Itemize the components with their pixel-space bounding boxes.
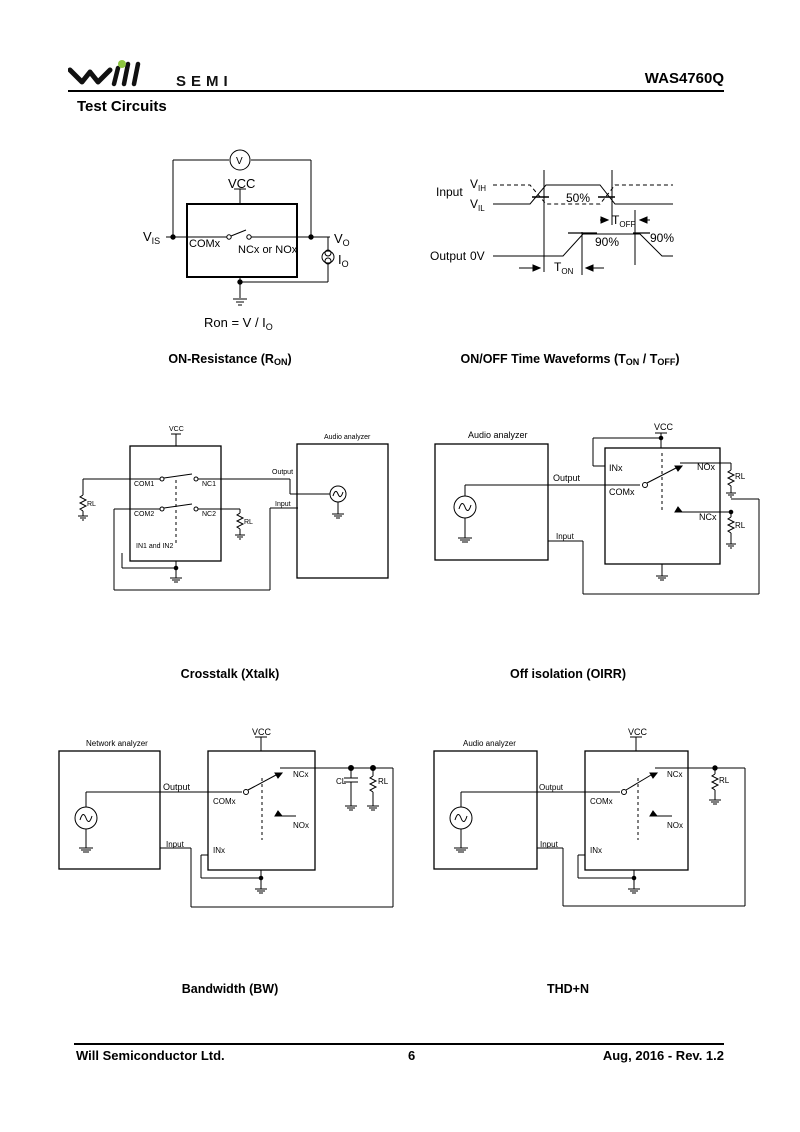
svg-text:NCx: NCx <box>699 512 717 522</box>
svg-text:COM1: COM1 <box>134 481 154 488</box>
header-rule <box>68 90 724 92</box>
svg-text:RL: RL <box>378 777 389 786</box>
svg-text:TOFF: TOFF <box>612 213 635 229</box>
svg-text:IN1 and IN2: IN1 and IN2 <box>136 543 173 550</box>
svg-text:50%: 50% <box>566 191 590 205</box>
svg-text:NOx: NOx <box>697 462 716 472</box>
svg-text:TON: TON <box>554 260 574 276</box>
off-isolation-circuit <box>434 432 760 595</box>
ron-nc-label: NCx or NOx <box>238 244 298 256</box>
svg-text:NCx: NCx <box>667 770 683 779</box>
svg-text:90%: 90% <box>595 235 619 249</box>
svg-text:VCC: VCC <box>654 422 674 432</box>
svg-text:VCC: VCC <box>252 727 272 737</box>
svg-text:Audio analyzer: Audio analyzer <box>463 739 516 748</box>
caption-thd: THD+N <box>546 982 590 996</box>
svg-text:0V: 0V <box>470 249 485 263</box>
svg-text:CL: CL <box>336 777 347 786</box>
footer-company: Will Semiconductor Ltd. <box>76 1048 225 1063</box>
svg-text:RL: RL <box>735 472 746 481</box>
svg-text:Output: Output <box>272 469 293 476</box>
svg-text:Audio analyzer: Audio analyzer <box>324 434 371 441</box>
ron-vcc-label: VCC <box>228 176 255 191</box>
page-number: 6 <box>408 1048 416 1063</box>
svg-text:COMx: COMx <box>590 797 613 806</box>
svg-text:RL: RL <box>719 776 730 785</box>
svg-text:COM2: COM2 <box>134 511 154 518</box>
svg-text:VCC: VCC <box>628 727 648 737</box>
svg-text:Output: Output <box>163 782 191 792</box>
svg-text:Output: Output <box>553 473 581 483</box>
svg-text:VIL: VIL <box>470 197 485 213</box>
section-title: Test Circuits <box>77 98 167 115</box>
svg-text:VIH: VIH <box>470 177 486 193</box>
thdn-circuit <box>433 736 746 907</box>
caption-onoff: ON/OFF Time Waveforms (TON / TOFF) <box>460 352 680 367</box>
logo-text: SEMI <box>176 73 233 90</box>
caption-oirr: Off isolation (OIRR) <box>510 667 626 681</box>
svg-text:RL: RL <box>735 521 746 530</box>
svg-text:Input: Input <box>556 532 575 541</box>
caption-xtalk: Crosstalk (Xtalk) <box>180 667 280 681</box>
svg-text:VCC: VCC <box>169 426 184 433</box>
svg-text:COMx: COMx <box>213 797 236 806</box>
bandwidth-circuit <box>58 736 394 908</box>
svg-text:90%: 90% <box>650 231 674 245</box>
ron-meter-label: V <box>236 156 243 167</box>
svg-text:NC2: NC2 <box>202 511 216 518</box>
svg-text:INx: INx <box>213 846 225 855</box>
crosstalk-circuit <box>78 433 389 591</box>
ron-circuit <box>166 149 335 306</box>
ron-formula: Ron = V / IO <box>204 315 273 332</box>
svg-text:Output: Output <box>430 249 467 263</box>
svg-text:NOx: NOx <box>293 821 309 830</box>
svg-text:Input: Input <box>166 840 185 849</box>
svg-text:RL: RL <box>244 519 253 526</box>
part-number: WAS4760Q <box>644 70 724 87</box>
footer-revision: Aug, 2016 - Rev. 1.2 <box>602 1048 724 1063</box>
svg-text:Audio analyzer: Audio analyzer <box>468 430 528 440</box>
svg-text:Input: Input <box>540 840 559 849</box>
svg-text:IO: IO <box>338 252 349 269</box>
voltmeter-icon <box>229 149 251 171</box>
svg-text:NOx: NOx <box>667 821 683 830</box>
svg-text:Network analyzer: Network analyzer <box>86 739 148 748</box>
svg-text:Input: Input <box>275 501 291 508</box>
svg-text:VO: VO <box>334 231 350 248</box>
ron-com-label: COMx <box>189 238 221 250</box>
svg-text:RL: RL <box>87 501 96 508</box>
svg-text:NC1: NC1 <box>202 481 216 488</box>
caption-bw: Bandwidth (BW) <box>181 982 279 996</box>
current-source-icon <box>321 250 335 264</box>
svg-text:NCx: NCx <box>293 770 309 779</box>
svg-text:INx: INx <box>609 463 623 473</box>
footer-rule <box>74 1043 724 1045</box>
caption-ron: ON-Resistance (RON) <box>168 352 292 367</box>
svg-text:INx: INx <box>590 846 602 855</box>
will-semi-logo: SEMI <box>68 60 233 90</box>
svg-text:Output: Output <box>539 783 564 792</box>
onoff-waveform <box>493 170 673 275</box>
svg-text:Input: Input <box>436 185 463 199</box>
svg-text:VIS: VIS <box>143 229 160 246</box>
svg-text:COMx: COMx <box>609 487 635 497</box>
